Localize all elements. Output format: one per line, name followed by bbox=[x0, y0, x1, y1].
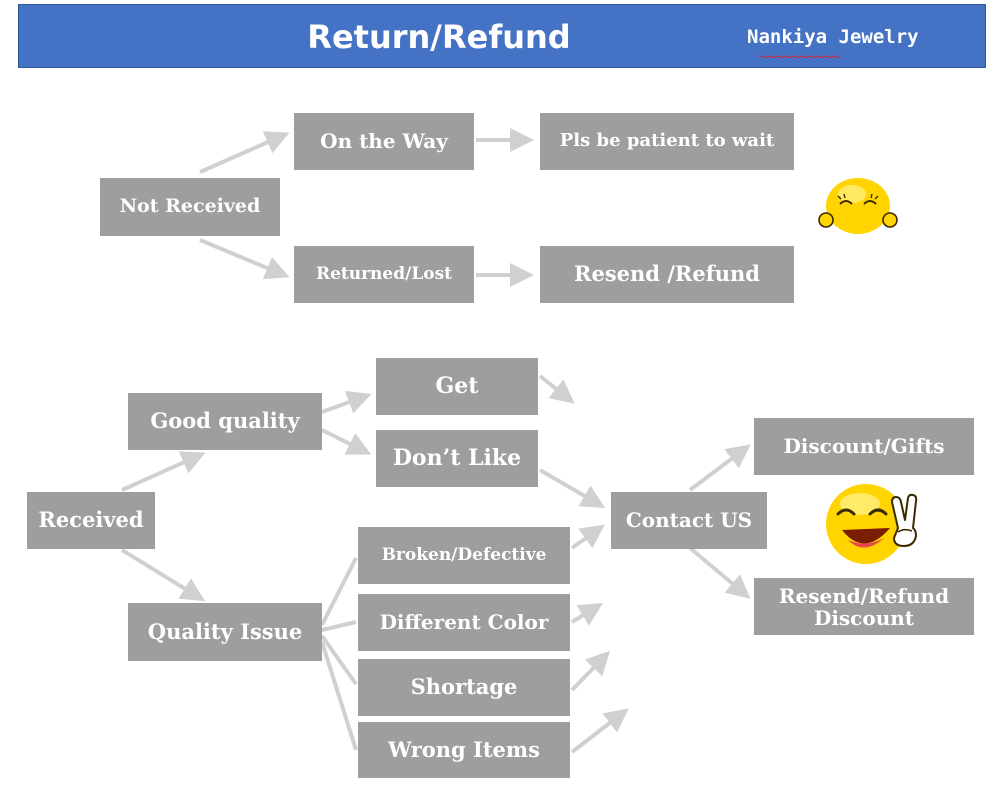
arrow-received-to-good-quality bbox=[121, 451, 206, 492]
branch-to-wrong-items bbox=[320, 641, 358, 751]
laughing-victory-face-icon bbox=[826, 484, 918, 564]
node-broken-defective: Broken/Defective bbox=[358, 527, 570, 584]
node-dont-like: Don’t Like bbox=[376, 430, 538, 487]
node-not-received: Not Received bbox=[100, 178, 280, 236]
branch-to-broken bbox=[320, 557, 358, 626]
arrow-contact-to-discount bbox=[688, 444, 751, 492]
spellcheck-underline bbox=[760, 55, 841, 58]
arrow-diff-color bbox=[570, 602, 604, 626]
arrow-get bbox=[538, 374, 575, 404]
arrow-dont-like-to-contact bbox=[538, 468, 606, 509]
arrow-broken-to-contact bbox=[570, 524, 605, 550]
arrow-received-to-quality-issue bbox=[120, 548, 206, 602]
node-different-color: Different Color bbox=[358, 594, 570, 651]
title-banner: Return/Refund Nankiya Jewelry bbox=[18, 4, 986, 68]
page-title: Return/Refund bbox=[307, 18, 571, 56]
node-get: Get bbox=[376, 358, 538, 415]
node-returned-lost: Returned/Lost bbox=[294, 246, 474, 303]
node-resend-refund-discount: Resend/Refund Discount bbox=[754, 578, 974, 635]
node-resend-refund: Resend /Refund bbox=[540, 246, 794, 303]
arrow-good-to-dont-like bbox=[321, 428, 372, 455]
node-pls-wait: Pls be patient to wait bbox=[540, 113, 794, 170]
arrow-good-to-get bbox=[321, 390, 372, 414]
arrow-contact-to-resend bbox=[688, 546, 751, 599]
brand-name: Nankiya Jewelry bbox=[747, 26, 919, 48]
arrow-not-received-to-returned bbox=[199, 238, 290, 280]
smiling-face-icon bbox=[818, 178, 898, 234]
arrow-shortage bbox=[570, 650, 611, 692]
arrow-wrong-items bbox=[570, 708, 629, 754]
node-shortage: Shortage bbox=[358, 659, 570, 716]
branch-to-diff-color bbox=[321, 620, 357, 632]
node-received: Received bbox=[27, 492, 155, 549]
node-on-the-way: On the Way bbox=[294, 113, 474, 170]
node-wrong-items: Wrong Items bbox=[358, 722, 570, 778]
node-contact-us: Contact US bbox=[611, 492, 767, 549]
node-discount-gifts: Discount/Gifts bbox=[754, 418, 974, 475]
arrow-not-received-to-on-the-way bbox=[199, 131, 290, 174]
node-quality-issue: Quality Issue bbox=[128, 603, 322, 661]
node-good-quality: Good quality bbox=[128, 393, 322, 450]
branch-to-shortage bbox=[320, 634, 358, 686]
